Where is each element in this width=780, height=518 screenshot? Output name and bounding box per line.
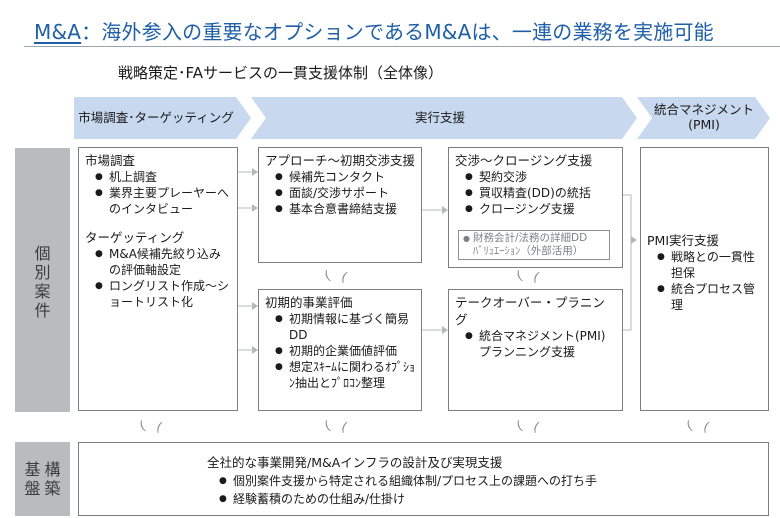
box-heading: アプローチ～初期交渉支援: [265, 153, 416, 168]
list-item: 候補先コンタクト: [275, 169, 415, 185]
box-heading: PMI実行支援: [647, 233, 720, 248]
list-item: 契約交渉: [465, 169, 616, 185]
box-pmi-execution: PMI実行支援 戦略との一貫性担保 統合プロセス管理: [640, 147, 769, 411]
arrow-head: [631, 236, 637, 244]
item-list: 戦略との一貫性担保 統合プロセス管理: [647, 249, 762, 313]
box-heading: テークオーバー・プラニング: [455, 295, 605, 327]
page-title: M&A：海外参入の重要なオプションであるM&Aは、一連の業務を実施可能: [34, 16, 714, 45]
item-list: 初期情報に基づく簡易DD 初期的企業価値評価 想定ｽｷｰﾑに関わるｵﾌﾟｼｮﾝ抽…: [265, 311, 415, 391]
list-item: 統合マネジメント(PMI)プランニング支援: [465, 328, 616, 360]
list-item: 個別案件支援から特定される組織体制/プロセス上の課題への打ち手: [219, 472, 597, 490]
phase-label-market: 市場調査･ターゲッティング: [78, 110, 234, 125]
side-label-infrastructure: 基盤 構築: [15, 442, 70, 516]
item-list: 候補先コンタクト 面談/交渉サポート 基本合意書締結支援: [265, 169, 415, 217]
diagram-subtitle: 戦略策定･FAサービスの一貫支援体制（全体像）: [118, 64, 444, 82]
phase-label-pmi: 統合マネジメント (PMI): [653, 102, 754, 132]
list-item: 初期的企業価値評価: [275, 343, 415, 359]
box-heading: 交渉～クロージング支援: [455, 153, 593, 168]
box-approach: アプローチ～初期交渉支援 候補先コンタクト 面談/交渉サポート 基本合意書締結支…: [258, 147, 422, 263]
title-abbr: M&A: [34, 20, 82, 44]
item-list: 机上調査 業界主要プレーヤーへのインタビュー: [85, 169, 231, 217]
box-takeover-planning: テークオーバー・プラニング 統合マネジメント(PMI)プランニング支援: [448, 289, 623, 411]
box-heading: 全社的な事業開発/M&Aインフラの設計及び実現支援: [207, 455, 503, 470]
cycle-icon: (): [514, 416, 542, 435]
side-label-text: 個別案件: [34, 244, 51, 320]
list-item: 経験蓄積のための仕組み/仕掛け: [219, 490, 597, 508]
cycle-icon: (): [322, 266, 350, 285]
list-item: 買収精査(DD)の統括: [465, 185, 616, 201]
connector-line: [623, 194, 632, 331]
side-label-col2: 基盤: [24, 460, 41, 498]
box-infrastructure: 全社的な事業開発/M&Aインフラの設計及び実現支援 個別案件支援から特定される組…: [78, 442, 769, 516]
box-heading: 初期的事業評価: [265, 295, 353, 310]
box-heading: ターゲッティング: [85, 230, 185, 245]
list-item: 戦略との一貫性担保: [657, 249, 762, 281]
external-dd-note: 財務会計/法務の詳細DD ﾊﾞﾘｭｴｰｼｮﾝ（外部活用）: [458, 230, 610, 260]
list-item: 業界主要プレーヤーへのインタビュー: [95, 185, 231, 217]
list-item: 統合プロセス管理: [657, 281, 762, 313]
list-item: クロージング支援: [465, 201, 616, 217]
list-item: M&A候補先絞り込みの評価軸設定: [95, 246, 231, 278]
cycle-icon: (): [514, 266, 542, 285]
list-item: 基本合意書締結支援: [275, 201, 415, 217]
item-list: M&A候補先絞り込みの評価軸設定 ロングリスト作成～ショートリスト化: [85, 246, 231, 310]
title-divider: [24, 46, 780, 47]
box-heading: 市場調査: [85, 153, 136, 168]
side-label-col1: 構築: [44, 460, 61, 498]
cycle-icon: (): [137, 416, 165, 435]
box-initial-evaluation: 初期的事業評価 初期情報に基づく簡易DD 初期的企業価値評価 想定ｽｷｰﾑに関わ…: [258, 289, 422, 411]
title-text: ：海外参入の重要なオプションであるM&Aは、一連の業務を実施可能: [81, 20, 714, 44]
side-label-individual-case: 個別案件: [15, 148, 70, 412]
cycle-icon: (): [322, 416, 350, 435]
item-list: 契約交渉 買収精査(DD)の統括 クロージング支援: [455, 169, 616, 217]
list-item: ロングリスト作成～ショートリスト化: [95, 278, 231, 310]
cycle-icon: (): [684, 416, 712, 435]
list-item: 想定ｽｷｰﾑに関わるｵﾌﾟｼｮﾝ抽出とﾌﾟﾛｺﾝ整理: [275, 359, 415, 391]
box-market-research: 市場調査 机上調査 業界主要プレーヤーへのインタビュー ターゲッティング M&A…: [78, 147, 238, 411]
item-list: 個別案件支援から特定される組織体制/プロセス上の課題への打ち手 経験蓄積のための…: [219, 472, 597, 508]
phase-label-execution: 実行支援: [414, 110, 465, 125]
list-item: 面談/交渉サポート: [275, 185, 415, 201]
list-item: 机上調査: [95, 169, 231, 185]
item-list: 統合マネジメント(PMI)プランニング支援: [455, 328, 616, 360]
list-item: 初期情報に基づく簡易DD: [275, 311, 415, 343]
